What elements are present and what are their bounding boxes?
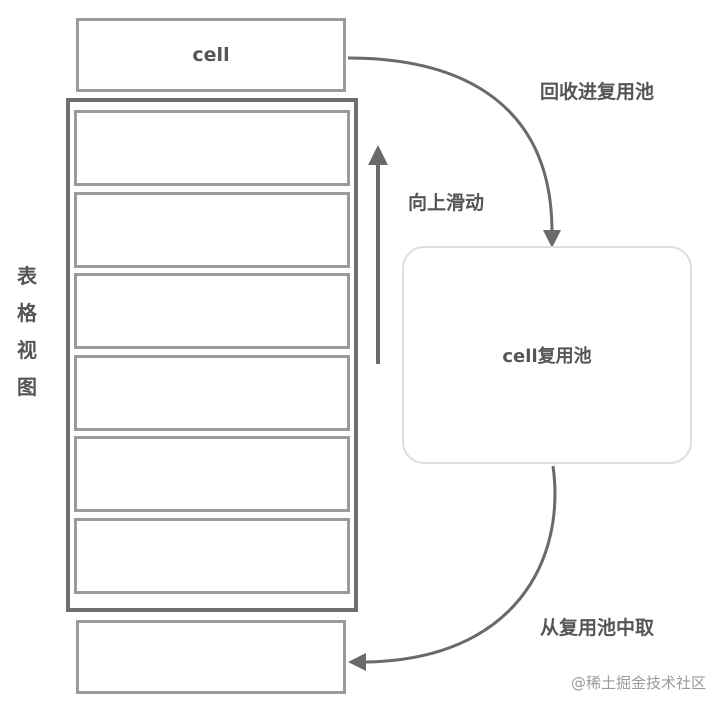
table-cell-4: [74, 355, 350, 431]
table-view-frame: [66, 98, 358, 612]
table-cell-3: [74, 273, 350, 349]
reuse-pool-label: cell复用池: [502, 346, 592, 367]
table-cell-6: [74, 518, 350, 594]
incoming-cell: [76, 620, 346, 694]
recycle-label: 回收进复用池: [540, 81, 655, 103]
scroll-up-arrowhead: [368, 145, 388, 165]
recycle-arrow: [347, 56, 554, 233]
recycle-arrowhead: [543, 230, 561, 248]
recycled-cell: cell: [76, 18, 346, 92]
watermark: @稀土掘金技术社区: [570, 674, 706, 692]
table-view-label: 表格视图: [17, 264, 37, 399]
table-cell-2: [74, 192, 350, 268]
reuse-pool-box: cell复用池: [402, 246, 692, 464]
take-from-pool-label: 从复用池中取: [540, 617, 655, 639]
scroll-up-label: 向上滑动: [408, 192, 485, 214]
table-cell-5: [74, 436, 350, 512]
recycled-cell-label: cell: [192, 44, 230, 66]
take-arrowhead: [348, 653, 366, 671]
take-arrow: [364, 465, 557, 664]
table-cell-1: [74, 110, 350, 186]
